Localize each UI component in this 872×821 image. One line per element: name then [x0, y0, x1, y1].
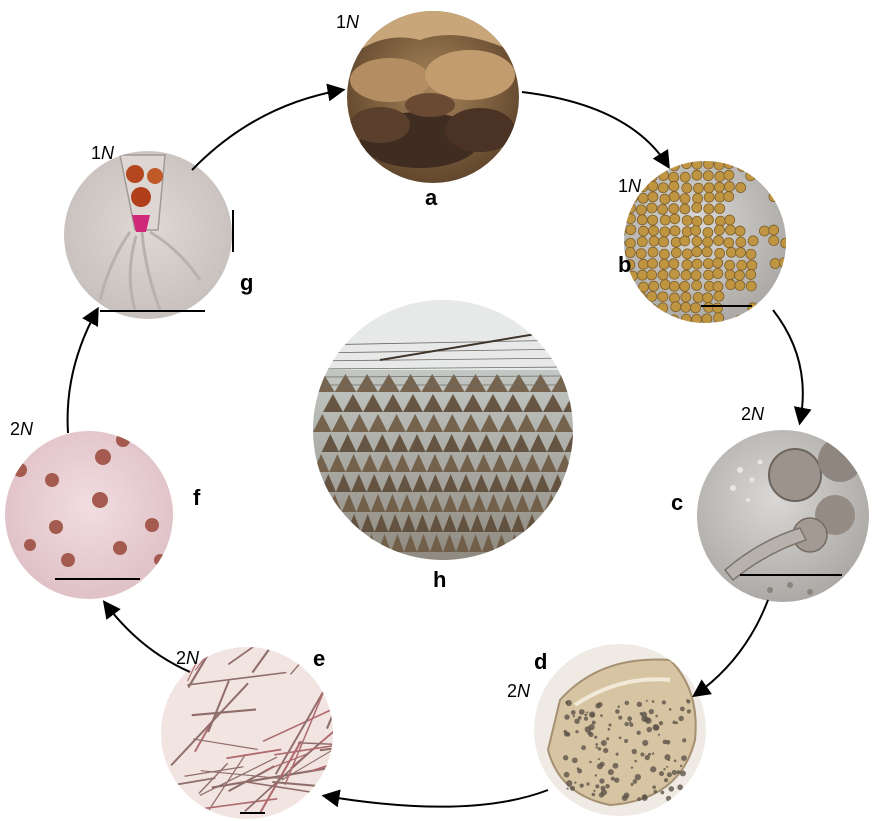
stage-label-a: a: [425, 185, 438, 210]
arrow-a-to-b: [522, 92, 668, 166]
stage-label-g: g: [240, 270, 253, 295]
photo-a-rocky-shore: [347, 0, 520, 183]
ploidy-label-c: 2N: [741, 404, 765, 424]
arrow-f-to-g: [68, 310, 97, 433]
stage-label-f: f: [193, 485, 201, 510]
photo-c-germinating-spore: [697, 430, 869, 602]
stage-label-d: d: [534, 649, 547, 674]
photo-e-filament-network: [161, 573, 423, 819]
stage-label-b: b: [618, 252, 631, 277]
photo-d-shell-with-conchocelis: [534, 644, 706, 816]
ploidy-label-b: 1N: [618, 176, 642, 196]
photo-f-spores: [5, 431, 173, 599]
ploidy-label-e: 2N: [176, 648, 200, 668]
stage-label-h: h: [433, 567, 446, 592]
arrow-c-to-d: [695, 600, 768, 695]
ploidy-label-a: 1N: [336, 12, 360, 32]
photo-g-young-thallus: [64, 151, 233, 319]
arrow-d-to-e: [325, 790, 548, 807]
arrow-b-to-c: [773, 310, 803, 422]
photo-h-aquaculture-farm: [313, 300, 583, 560]
ploidy-label-d: 2N: [507, 681, 531, 701]
stage-label-c: c: [671, 490, 683, 515]
stage-label-e: e: [313, 646, 325, 671]
arrow-g-to-a: [192, 90, 342, 170]
ploidy-label-f: 2N: [10, 419, 34, 439]
ploidy-label-g: 1N: [91, 143, 115, 163]
